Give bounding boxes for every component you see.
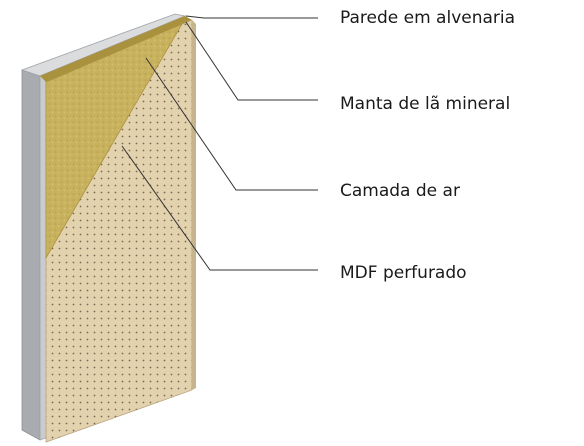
leader-line-mineral-wool xyxy=(185,21,318,101)
leader-line-air-gap xyxy=(145,57,318,191)
label-perforated-mdf: MDF perfurado xyxy=(340,263,467,283)
masonry-wall-side xyxy=(21,69,41,441)
leader-line-masonry xyxy=(185,15,318,19)
mdf-board-edge xyxy=(192,20,196,390)
label-mineral-wool: Manta de lã mineral xyxy=(340,94,511,114)
label-air-gap: Camada de ar xyxy=(340,181,460,201)
mineral-wool-top xyxy=(40,16,192,82)
mineral-wool-cutaway xyxy=(45,23,183,260)
label-masonry-wall: Parede em alvenaria xyxy=(340,8,516,28)
leader-line-mdf xyxy=(121,145,318,271)
